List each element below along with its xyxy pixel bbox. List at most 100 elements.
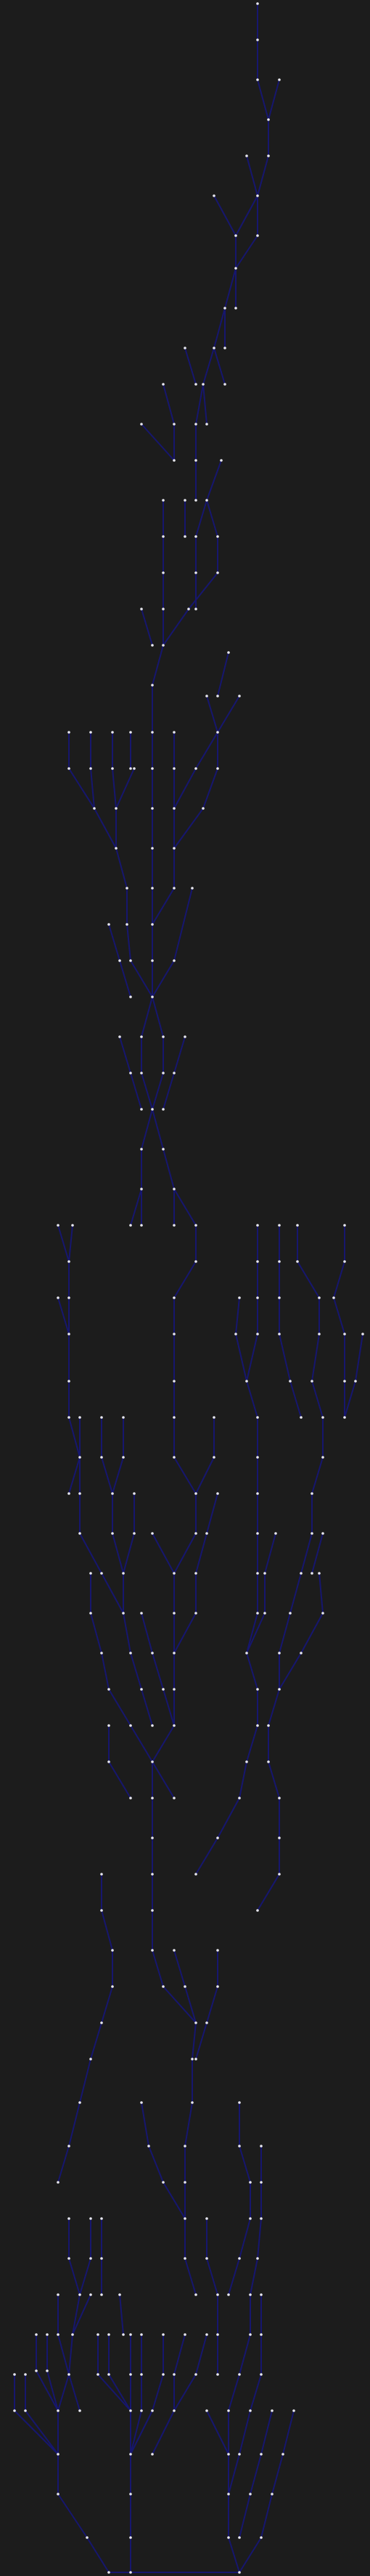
tree-node bbox=[140, 2373, 143, 2376]
tree-node bbox=[126, 923, 128, 926]
tree-edge bbox=[130, 2410, 153, 2455]
tree-node bbox=[57, 2333, 59, 2336]
tree-node bbox=[67, 1296, 70, 1299]
tree-node bbox=[321, 1416, 324, 1419]
tree-node bbox=[173, 459, 176, 462]
tree-node bbox=[194, 1873, 197, 1876]
tree-node bbox=[151, 1797, 154, 1800]
tree-edge bbox=[108, 2374, 131, 2411]
tree-edge bbox=[152, 1725, 175, 1763]
tree-edge bbox=[152, 645, 164, 686]
tree-node bbox=[238, 2453, 241, 2456]
tree-node bbox=[260, 2181, 263, 2184]
tree-node bbox=[194, 2058, 197, 2061]
tree-node bbox=[100, 2021, 103, 2024]
tree-edge bbox=[206, 460, 222, 501]
tree-node bbox=[256, 1532, 259, 1535]
tree-edge bbox=[152, 1761, 175, 1799]
tree-node bbox=[194, 2021, 197, 2024]
tree-node bbox=[184, 499, 186, 502]
tree-node bbox=[107, 1760, 110, 1763]
tree-edge bbox=[311, 1457, 324, 1494]
tree-node bbox=[194, 1260, 197, 1263]
tree-edge bbox=[206, 500, 218, 537]
tree-node bbox=[184, 2333, 186, 2336]
tree-node bbox=[67, 1380, 70, 1383]
tree-node bbox=[71, 2333, 74, 2336]
tree-node bbox=[311, 1380, 313, 1383]
tree-node bbox=[216, 767, 219, 770]
tree-edge bbox=[213, 195, 237, 236]
tree-edge bbox=[195, 500, 207, 537]
tree-node bbox=[343, 1224, 346, 1227]
tree-node bbox=[238, 2571, 241, 2574]
tree-edge bbox=[264, 1533, 276, 1574]
tree-edge bbox=[173, 1457, 197, 1494]
tree-node bbox=[71, 1224, 74, 1227]
tree-node bbox=[245, 1380, 248, 1383]
tree-edge bbox=[228, 2453, 240, 2495]
tree-edge bbox=[235, 235, 258, 269]
tree-nodes bbox=[13, 2, 364, 2574]
tree-node bbox=[238, 695, 241, 697]
tree-node bbox=[129, 1224, 132, 1227]
tree-node bbox=[162, 1985, 165, 1988]
tree-node bbox=[151, 847, 154, 850]
tree-node bbox=[46, 2369, 49, 2372]
tree-node bbox=[126, 887, 128, 890]
tree-edge bbox=[101, 1986, 113, 2024]
tree-edge bbox=[119, 2294, 124, 2335]
tree-node bbox=[256, 2257, 259, 2260]
tree-edge bbox=[282, 2410, 295, 2455]
tree-edge bbox=[57, 1225, 70, 1262]
tree-edge bbox=[173, 1261, 197, 1299]
tree-edge bbox=[239, 2410, 251, 2455]
tree-edge bbox=[206, 2410, 229, 2455]
tree-edge bbox=[152, 960, 175, 998]
tree-node bbox=[173, 847, 176, 850]
tree-edge bbox=[163, 1148, 175, 1190]
tree-node bbox=[173, 767, 176, 770]
tree-node bbox=[343, 1333, 346, 1335]
tree-edge bbox=[260, 2493, 273, 2538]
tree-node bbox=[205, 695, 208, 697]
tree-edge bbox=[213, 307, 226, 349]
tree-edge bbox=[333, 1297, 345, 1335]
tree-node bbox=[162, 1688, 165, 1691]
tree-node bbox=[118, 959, 121, 962]
tree-node bbox=[205, 2333, 208, 2336]
tree-node bbox=[245, 1760, 248, 1763]
tree-node bbox=[184, 535, 186, 538]
tree-node bbox=[100, 1652, 103, 1654]
tree-edge bbox=[224, 268, 237, 309]
tree-edge bbox=[152, 1950, 164, 1987]
tree-node bbox=[184, 2145, 186, 2148]
tree-node bbox=[173, 2409, 176, 2412]
tree-node bbox=[213, 194, 215, 197]
tree-edge bbox=[68, 1417, 81, 1458]
tree-node bbox=[151, 1909, 154, 1912]
tree-node bbox=[216, 535, 219, 538]
tree-node bbox=[151, 1873, 154, 1876]
tree-edge bbox=[152, 2374, 164, 2411]
tree-node bbox=[100, 1416, 103, 1419]
tree-edge bbox=[246, 1652, 258, 1690]
tree-edge bbox=[195, 732, 218, 769]
tree-node bbox=[151, 1949, 154, 1952]
tree-node bbox=[57, 2293, 59, 2296]
tree-node bbox=[194, 1612, 197, 1615]
tree-node bbox=[173, 1797, 176, 1800]
tree-node bbox=[205, 499, 208, 502]
tree-node bbox=[216, 1985, 219, 1988]
tree-node bbox=[67, 2257, 70, 2260]
tree-edge bbox=[14, 2410, 59, 2455]
tree-node bbox=[57, 2453, 59, 2456]
tree-node bbox=[216, 2293, 219, 2296]
tree-edge bbox=[112, 1457, 124, 1494]
tree-edge bbox=[130, 2410, 142, 2455]
tree-node bbox=[162, 2181, 165, 2184]
tree-edge bbox=[195, 1457, 215, 1494]
tree-edge bbox=[235, 195, 258, 236]
tree-node bbox=[238, 2101, 241, 2104]
tree-node bbox=[122, 1612, 125, 1615]
